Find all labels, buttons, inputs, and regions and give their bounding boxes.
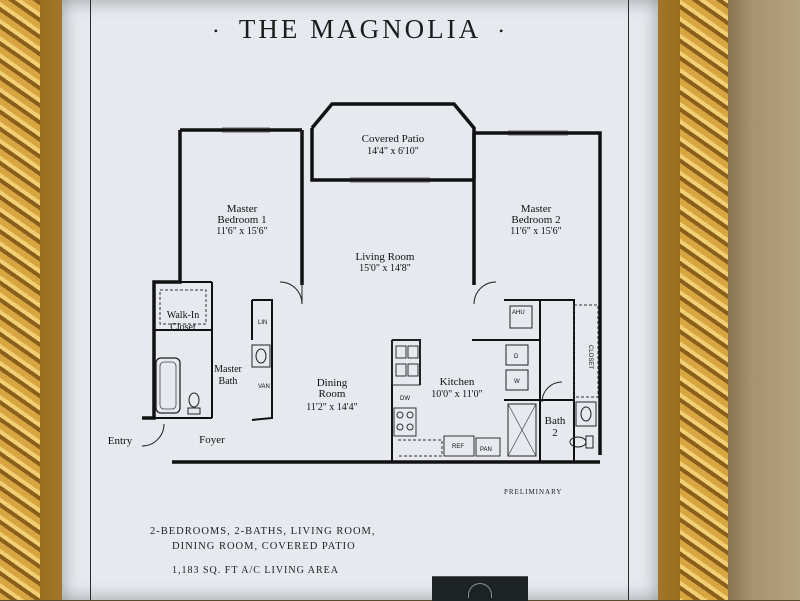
covered-patio-label: Covered Patio [362, 133, 425, 145]
title-dot-left-icon: • [213, 24, 221, 39]
bath2-toilet-icon [569, 436, 587, 448]
title-dot-right-icon: • [499, 24, 507, 39]
dishwasher-label: DW [400, 396, 410, 402]
master-bedroom-2-label-line1: Master [521, 203, 552, 215]
sheet-border-left [90, 0, 91, 600]
washer-label: W [514, 379, 520, 385]
kitchen-dims: 10'0" x 11'0" [431, 389, 482, 400]
preliminary-note: PRELIMINARY [504, 488, 563, 496]
exterior-walls [142, 102, 602, 464]
pantry-label: PAN [480, 447, 492, 453]
bath2-sink-icon [580, 406, 592, 422]
dining-room-label-line1: Dining [317, 377, 348, 389]
bath-2-label-line1: Bath [545, 415, 566, 427]
living-area-note: 1,183 SQ. FT A/C LIVING AREA [172, 565, 339, 576]
washer-icon [505, 369, 529, 391]
walk-in-closet-label-line1: Walk-In [167, 310, 200, 321]
master-bedroom-1-label-line1: Master [227, 203, 258, 215]
bath2-closet [573, 304, 599, 398]
walk-in-closet-label-line2: Closet [170, 322, 196, 333]
dryer-label: D [514, 354, 519, 360]
master-bedroom-2-label-line2: Bedroom 2 [511, 214, 560, 226]
living-room-dims: 15'0" x 14'8" [359, 263, 411, 274]
toilet-tank [187, 407, 201, 415]
bathtub-inner [159, 361, 177, 410]
living-room-label: Living Room [356, 251, 415, 263]
sheet-border-right [628, 0, 629, 600]
foyer-label: Foyer [199, 434, 225, 446]
sink-icon [255, 348, 267, 364]
vanity-label: VAN [258, 384, 270, 390]
shower-icon [507, 403, 537, 457]
bath-2-label-line2: 2 [552, 427, 558, 439]
logo-arch-icon [468, 583, 492, 598]
dryer-icon [505, 344, 529, 366]
kitchen-label: Kitchen [440, 376, 475, 388]
covered-patio-dims: 14'4" x 6'10" [367, 146, 419, 157]
plan-description-line1: 2-BEDROOMS, 2-BATHS, LIVING ROOM, [150, 526, 376, 537]
master-bath-label-line2: Bath [219, 376, 238, 387]
master-bedroom-1-dims: 11'6" x 15'6" [216, 226, 267, 237]
plan-description-line2: DINING ROOM, COVERED PATIO [172, 541, 356, 552]
dining-room-label-line2: Room [319, 388, 346, 400]
toilet-icon [188, 392, 200, 408]
master-bedroom-2-dims: 11'6" x 15'6" [510, 226, 561, 237]
windows [222, 127, 568, 183]
linen-closet-label: LIN [258, 320, 267, 326]
bathtub-icon [155, 357, 181, 414]
floor-plan-diagram: Covered Patio 14'4" x 6'10" Master Bedro… [108, 102, 602, 464]
master-bedroom-1-label-line2: Bedroom 1 [217, 214, 266, 226]
refrigerator-label: REF [452, 444, 464, 450]
dining-room-dims: 11'2" x 14'4" [306, 402, 357, 413]
master-bath-label-line1: Master [214, 364, 242, 375]
door-swings [141, 281, 563, 447]
floor-plan-sheet: • THE MAGNOLIA • [62, 0, 658, 601]
kitchen-counters [391, 339, 501, 457]
plan-title-text: THE MAGNOLIA [238, 14, 482, 44]
walk-in-closet-shelving [159, 289, 207, 325]
plan-title: • THE MAGNOLIA • [62, 14, 658, 45]
plan-description: 2-BEDROOMS, 2-BATHS, LIVING ROOM, DINING… [150, 524, 376, 554]
bath2-sink-counter [575, 401, 597, 427]
closet-label: CLOSET [587, 345, 593, 369]
ahu-unit [509, 305, 533, 329]
wall-background [720, 0, 800, 600]
brand-logo-badge [432, 576, 528, 601]
sink-counter [251, 344, 271, 368]
ahu-label: AHU [512, 310, 525, 316]
entry-label: Entry [108, 435, 133, 447]
